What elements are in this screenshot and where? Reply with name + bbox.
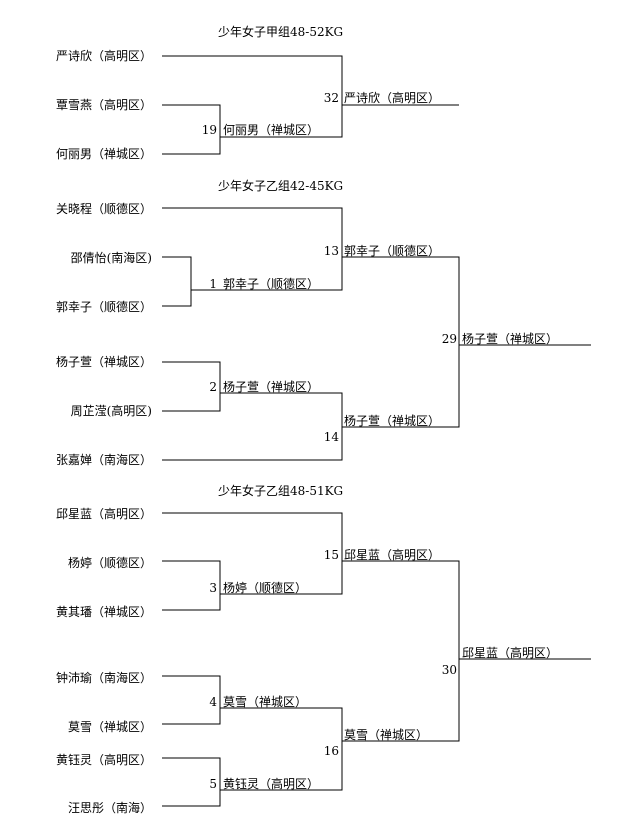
bracket-line: [162, 55, 459, 106]
match-winner: 杨子萱（禅城区）: [344, 414, 441, 428]
bracket-line: [162, 104, 221, 155]
bracket-line: [342, 560, 460, 742]
entrant-name: 钟沛瑜（南海区）: [55, 671, 152, 685]
section-title: 少年女子乙组48-51KG: [218, 484, 344, 498]
bracket-line: [162, 392, 343, 461]
entrant-name: 何丽男（禅城区）: [55, 147, 152, 161]
match-number: 4: [209, 695, 217, 709]
match-number: 3: [209, 581, 217, 595]
entrant-name: 汪思彤（南海）: [67, 801, 152, 815]
match-number: 5: [209, 777, 217, 791]
section-title: 少年女子乙组42-45KG: [218, 179, 344, 193]
match-winner: 莫雪（禅城区）: [223, 695, 308, 709]
entrant-name: 杨子萱（禅城区）: [55, 355, 152, 369]
entrant-name: 严诗欣（高明区）: [55, 49, 152, 63]
match-winner: 杨子萱（禅城区）: [223, 380, 320, 394]
entrant-name: 黄钰灵（高明区）: [55, 753, 152, 767]
entrant-name: 邱星蓝（高明区）: [55, 507, 152, 521]
match-number: 32: [323, 91, 339, 105]
bracket-line: [220, 105, 343, 138]
bracket-line: [162, 256, 192, 307]
match-number: 16: [323, 744, 339, 758]
bracket-line: [220, 707, 343, 791]
entrant-name: 黄其璠（禅城区）: [55, 605, 152, 619]
match-number: 13: [323, 244, 339, 258]
entrant-name: 邵倩怡(南海区): [70, 251, 152, 265]
bracket-line: [162, 757, 221, 807]
match-winner: 严诗欣（高明区）: [344, 91, 441, 105]
bracket-line: [162, 675, 221, 725]
match-winner: 莫雪（禅城区）: [344, 728, 429, 742]
bracket-line: [162, 207, 343, 291]
entrant-name: 周芷滢(高明区): [70, 404, 152, 418]
match-winner: 何丽男（禅城区）: [223, 123, 320, 137]
match-number: 30: [441, 663, 457, 677]
entrant-name: 覃雪燕（高明区）: [55, 98, 152, 112]
match-winner: 黄钰灵（高明区）: [223, 777, 320, 791]
entrant-name: 关晓程（顺德区）: [55, 202, 152, 216]
entrant-name: 莫雪（禅城区）: [67, 720, 152, 734]
match-number: 2: [209, 380, 217, 394]
match-number: 15: [323, 548, 339, 562]
match-number: 19: [201, 123, 217, 137]
section-title: 少年女子甲组48-52KG: [218, 25, 344, 39]
entrant-name: 郭幸子（顺德区）: [55, 300, 152, 314]
match-winner: 邱星蓝（高明区）: [344, 548, 441, 562]
match-winner: 杨婷（顺德区）: [223, 581, 308, 595]
match-winner: 杨子萱（禅城区）: [462, 332, 559, 346]
entrant-name: 张嘉婵（南海区）: [55, 453, 152, 467]
match-winner: 郭幸子（顺德区）: [344, 244, 441, 258]
match-number: 29: [441, 332, 457, 346]
match-number: 1: [209, 277, 217, 291]
match-winner: 邱星蓝（高明区）: [462, 646, 559, 660]
bracket-line: [342, 256, 460, 428]
bracket-line: [162, 361, 221, 412]
bracket-line: [162, 512, 343, 595]
entrant-name: 杨婷（顺德区）: [67, 556, 152, 570]
match-winner: 郭幸子（顺德区）: [223, 277, 320, 291]
match-number: 14: [323, 430, 339, 444]
bracket-line: [162, 560, 221, 611]
